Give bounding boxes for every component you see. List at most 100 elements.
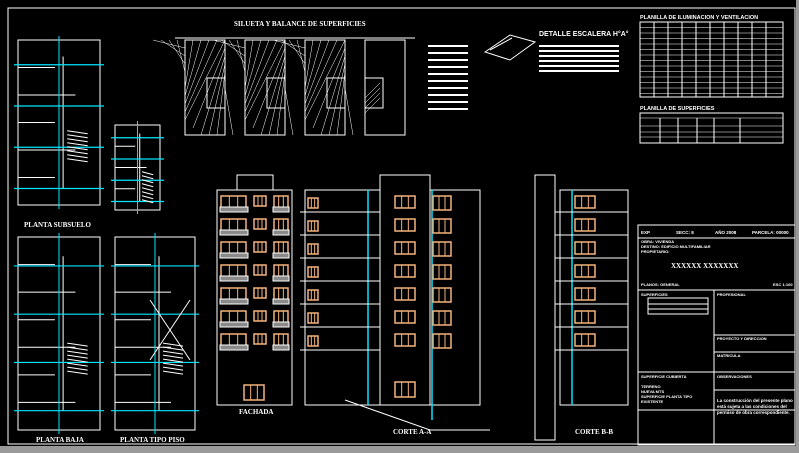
balcony xyxy=(272,206,290,213)
hatch xyxy=(184,39,210,105)
tb-sup-cubierta: SUPERFICIE CUBIERTA xyxy=(641,374,687,379)
hatch xyxy=(168,39,186,65)
window xyxy=(394,241,416,255)
planilla-superficies-title: PLANILLA DE SUPERFICIES xyxy=(640,106,715,112)
hatch xyxy=(252,47,286,129)
text-line xyxy=(539,70,619,72)
window xyxy=(253,241,267,253)
escalera-title: DETALLE ESCALERA H°A° xyxy=(539,30,629,38)
text-line xyxy=(539,65,619,67)
hatch xyxy=(268,63,286,136)
window xyxy=(307,312,319,324)
text-line xyxy=(428,73,468,75)
stair-line xyxy=(67,130,88,135)
tb-matricula: MATRICULA xyxy=(717,353,741,358)
stair-line xyxy=(141,199,154,204)
hatch xyxy=(224,87,234,136)
hatch xyxy=(184,39,218,113)
stair-line xyxy=(67,150,88,155)
tb-exp: EXP xyxy=(641,230,650,235)
stair-line xyxy=(67,362,88,367)
corte-bb-block xyxy=(559,189,629,406)
tb-secc: SECC: 8 xyxy=(676,230,694,235)
balcony xyxy=(219,344,249,351)
window xyxy=(220,310,247,324)
tb-parcela: PARCELA: 00000 xyxy=(752,230,789,235)
window xyxy=(273,287,289,301)
window xyxy=(220,287,247,301)
hatch xyxy=(304,39,338,113)
window xyxy=(432,218,452,234)
stair-line xyxy=(67,350,88,355)
hatch xyxy=(200,55,226,136)
tb-sup-tipo: SUPERFICIE PLANTA TIPO xyxy=(641,394,692,399)
balcony xyxy=(272,321,290,328)
text-line xyxy=(428,94,468,96)
hatch xyxy=(228,39,246,65)
balcony xyxy=(272,275,290,282)
hatch xyxy=(236,39,246,73)
tb-existente: EXISTENTE xyxy=(641,399,664,404)
window xyxy=(307,197,319,209)
window xyxy=(307,266,319,278)
stair-line xyxy=(141,187,154,192)
tb-terreno: TERRENO xyxy=(641,384,661,389)
window xyxy=(273,195,289,209)
tb-note: La construcción del presente plano está … xyxy=(717,398,793,415)
window xyxy=(307,335,319,347)
planilla-iluminacion-table xyxy=(639,21,784,98)
stair-line xyxy=(141,179,154,184)
stair-line xyxy=(162,350,184,355)
window xyxy=(574,195,596,209)
stair-line xyxy=(67,142,88,147)
stair-line xyxy=(162,362,184,367)
tb-proyecto: PROYECTO Y DIRECCION xyxy=(717,336,767,341)
window xyxy=(307,243,319,255)
hatch xyxy=(364,82,381,99)
hatch xyxy=(280,39,306,57)
stair-line xyxy=(162,366,184,371)
window xyxy=(220,264,247,278)
hatch xyxy=(284,87,294,136)
planilla-superficies-table xyxy=(639,112,784,144)
hatch xyxy=(244,39,270,105)
window xyxy=(574,333,596,347)
corte-aa-core xyxy=(379,174,431,406)
stair-line xyxy=(67,342,88,347)
hatch xyxy=(364,87,381,104)
tb-propietario: PROPIETARIO: xyxy=(641,249,670,254)
text-line xyxy=(428,66,468,68)
patio xyxy=(364,77,384,109)
hatch xyxy=(220,39,246,57)
balcony xyxy=(219,206,249,213)
tb-sup-table xyxy=(647,297,709,315)
stair-line xyxy=(67,146,88,151)
stair-line xyxy=(162,370,184,375)
window xyxy=(243,384,265,401)
window xyxy=(432,195,452,211)
balcony xyxy=(272,344,290,351)
hatch xyxy=(320,55,346,136)
floor-plans xyxy=(14,36,199,434)
window xyxy=(253,287,267,299)
stair-line xyxy=(141,191,154,196)
window xyxy=(394,310,416,324)
hatch xyxy=(336,71,346,136)
window xyxy=(273,333,289,347)
stair-detail xyxy=(483,34,537,61)
hatch xyxy=(304,39,314,89)
hatch xyxy=(304,39,330,105)
hatch xyxy=(328,63,346,136)
hatch xyxy=(276,71,286,136)
hatch xyxy=(364,97,381,114)
fachada-label: FACHADA xyxy=(239,408,273,416)
tb-escala: ESC 1:100 xyxy=(773,282,793,287)
corte-aa-label: CORTE A-A xyxy=(393,428,431,436)
stair-line xyxy=(141,171,154,176)
hatch xyxy=(192,47,226,129)
hatch xyxy=(184,39,194,89)
window xyxy=(273,241,289,255)
window xyxy=(432,287,452,303)
window xyxy=(432,241,452,257)
